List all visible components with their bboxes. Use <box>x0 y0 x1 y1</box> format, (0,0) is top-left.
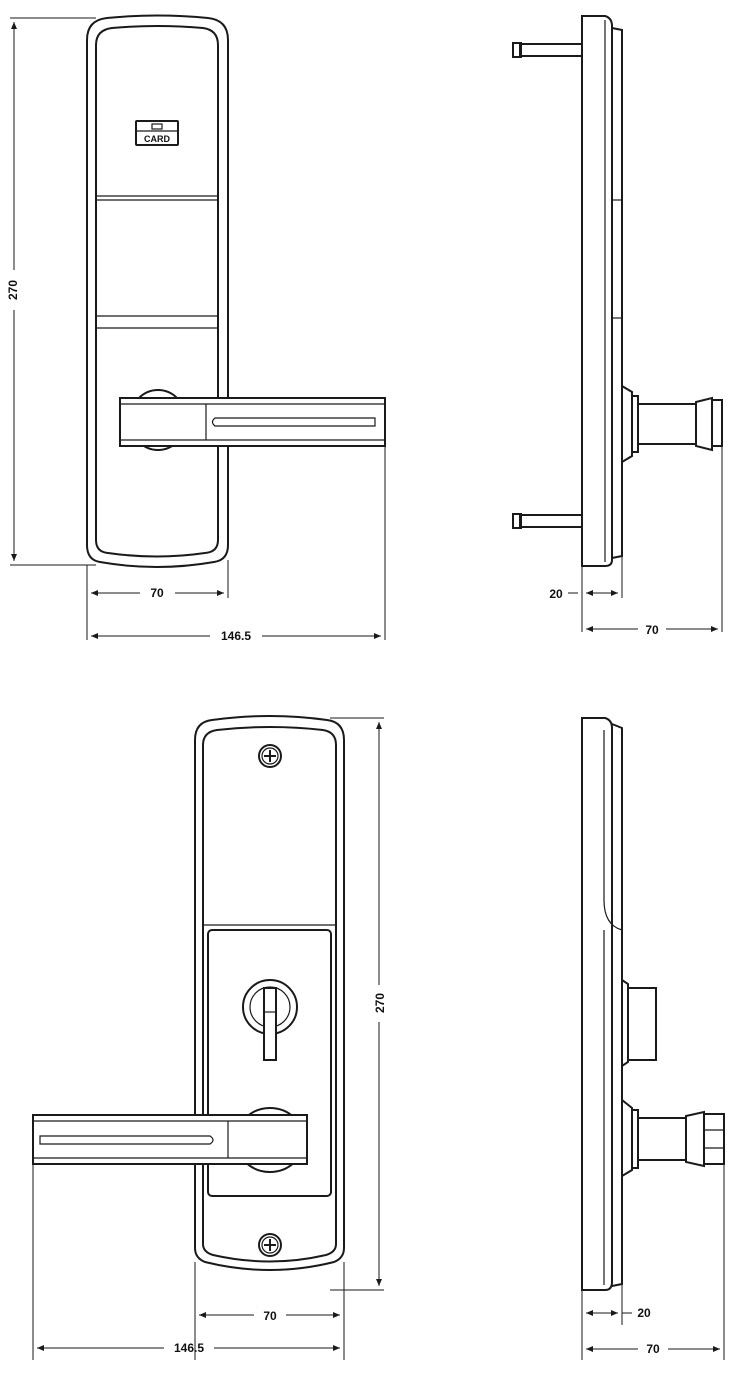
card-reader-icon: CARD <box>135 120 179 146</box>
front-outer-view: CARD 270 70 146.5 <box>6 14 386 643</box>
inner-plate-width-dimension: 70 <box>263 1309 277 1323</box>
side-inner-view: 20 70 <box>581 717 725 1360</box>
mounting-post-bottom <box>512 513 583 529</box>
top-screw-icon <box>258 744 282 768</box>
outer-overall-width-dimension: 146.5 <box>221 629 251 643</box>
outer-plate-width-dimension: 70 <box>150 586 164 600</box>
inner-recess-panel <box>207 929 332 1197</box>
outer-plate-inner-outline <box>95 25 219 558</box>
side-outer-plate-depth-dimension: 20 <box>549 587 563 601</box>
lever-handle <box>119 397 386 452</box>
side-outer-plate <box>581 15 613 567</box>
inner-lever-handle <box>32 1114 308 1165</box>
side-inner-total-depth-dimension: 70 <box>646 1342 660 1356</box>
card-label: CARD <box>144 134 170 144</box>
outer-plate-outline <box>86 14 229 568</box>
inner-plate-outline <box>194 715 345 1271</box>
side-inner-spindle <box>621 1097 725 1178</box>
side-inner-plate <box>581 717 613 1291</box>
side-outer-spindle <box>621 384 723 464</box>
thumb-turn-knob <box>242 979 298 1061</box>
front-inner-view: 270 70 146.5 <box>32 715 387 1360</box>
side-inner-plate-depth-dimension: 20 <box>637 1306 651 1320</box>
inner-plate-inner-outline <box>202 726 337 1263</box>
inner-height-dimension: 270 <box>373 993 387 1013</box>
side-outer-total-depth-dimension: 70 <box>645 623 659 637</box>
outer-height-dimension: 270 <box>6 280 20 300</box>
side-outer-view: 20 70 <box>512 15 723 637</box>
side-inner-thumb-turn <box>621 978 657 1068</box>
mounting-post-top <box>512 42 583 58</box>
bottom-screw-icon <box>258 1233 282 1257</box>
inner-overall-width-dimension: 146.5 <box>174 1341 204 1355</box>
